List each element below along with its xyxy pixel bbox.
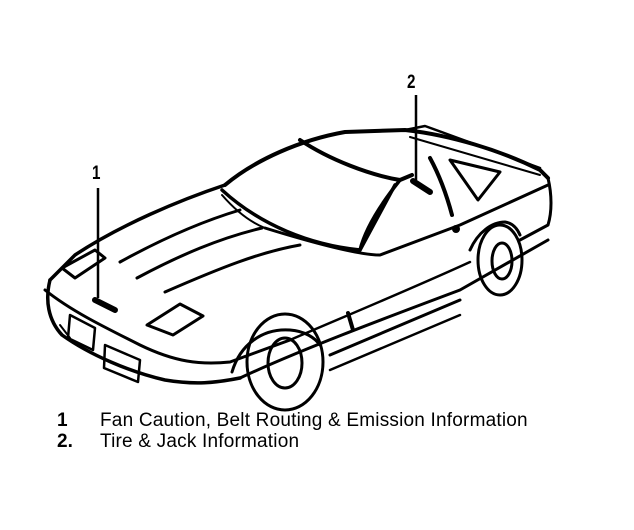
legend-item-text: Fan Caution, Belt Routing & Emission Inf… bbox=[100, 410, 528, 431]
legend-item: 2. Tire & Jack Information bbox=[57, 431, 528, 452]
legend: 1 Fan Caution, Belt Routing & Emission I… bbox=[57, 410, 528, 452]
legend-item: 1 Fan Caution, Belt Routing & Emission I… bbox=[57, 410, 528, 431]
car-outline bbox=[43, 124, 553, 412]
callout-leaders bbox=[96, 95, 418, 298]
legend-item-number: 2. bbox=[57, 431, 73, 452]
legend-item-text: Tire & Jack Information bbox=[100, 431, 300, 452]
legend-item-number: 1 bbox=[57, 410, 68, 431]
callout-2-number: 2 bbox=[407, 72, 416, 93]
callout-1-number: 1 bbox=[92, 163, 101, 184]
